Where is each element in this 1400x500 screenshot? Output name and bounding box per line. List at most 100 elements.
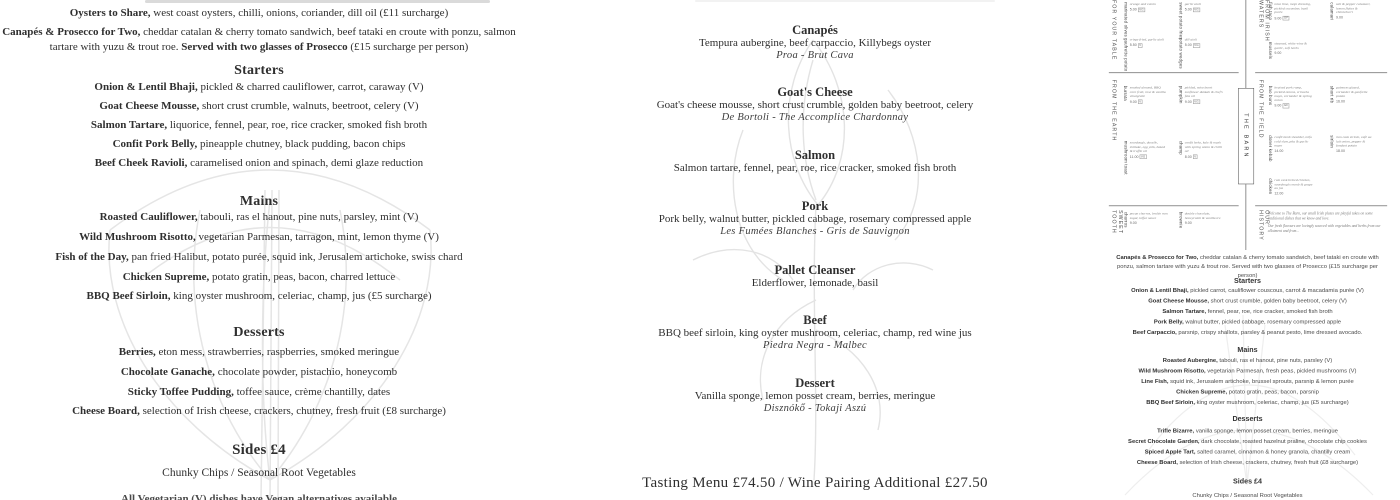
menu-item: Cheese Board, selection of Irish cheese,… [1105, 459, 1390, 466]
barn-item-desc: double chocolate, honeycomb & vanilla ic… [1184, 211, 1221, 220]
item-desc: king oyster mushroom, celeriac, champ, j… [170, 290, 432, 302]
item-desc: short crust crumble, walnuts, beetroot, … [199, 100, 419, 112]
menu-item: BBQ Beef Sirloin, king oyster mushroom, … [0, 290, 518, 303]
item-desc: caramelised onion and spinach, demi glaz… [187, 157, 424, 169]
starters-heading: Starters [1234, 277, 1261, 286]
menu-item: BBQ Beef Sirloin, king oyster mushroom, … [1105, 399, 1390, 406]
course-wine: Disznókő - Tokaji Aszú [763, 403, 867, 414]
item-desc: parsnip, crispy shallots, parsley & pean… [1176, 328, 1363, 336]
menu-item: Beef Carpaccio, parsnip, crispy shallots… [1105, 329, 1390, 336]
barn-item: mushroom toast sourdough, duxelle, shiit… [1123, 141, 1168, 175]
the-barn-label: THE BARN [1243, 113, 1250, 159]
barn-thumbnail-page: THE BARN FOR YOUR TABLE FROM IRISH WATER… [1105, 0, 1390, 250]
item-desc: toffee sauce, crème chantilly, dates [233, 386, 391, 398]
course-heading: Pallet Cleanser [774, 263, 856, 277]
tasting-menu-page: Canapés Tempura aubergine, beef carpacci… [630, 0, 1000, 500]
barn-item-price: 5.00 [1184, 43, 1192, 48]
item-desc: short crust crumble, golden baby beetroo… [1208, 297, 1347, 304]
barn-item-name: mussels [1267, 41, 1273, 60]
canapes-surcharge: (£15 surcharge per person) [347, 41, 469, 53]
barn-item: short rib guinness glazed, coriander & g… [1329, 86, 1374, 103]
oysters-line: Oysters to Share, west coast oysters, ch… [0, 6, 518, 21]
course-heading: Goat's Cheese [777, 85, 853, 99]
oysters-name: Oysters to Share, [69, 7, 151, 19]
condensed-scaled-content: Canapés & Prosecco for Two, cheddar cata… [1105, 250, 1390, 500]
barn-item-name: champ [1178, 140, 1184, 155]
menu-item: Fish of the Day, pan fried Halibut, pota… [0, 251, 518, 264]
item-desc: selection of Irish cheese, crackers, chu… [139, 405, 446, 417]
barn-item-price: 18.00 [1336, 148, 1345, 153]
canapes-served-bold: Served with two glasses of Prosecco [181, 41, 348, 53]
starters-heading: Starters [234, 63, 284, 78]
course-wine: Proa - Brut Cava [776, 50, 854, 61]
barn-item-price: 5.50 [1129, 43, 1137, 48]
barn-item-name: brownie [1178, 211, 1184, 229]
item-name: Salmon Tartare, [90, 119, 168, 131]
barn-item: sirloin rum cask sirloin, café au lait o… [1329, 135, 1374, 152]
sides-line: Chunky Chips / Seasonal Root Vegetables [1192, 491, 1303, 499]
diet-badge: VG [1137, 7, 1145, 13]
barn-item-desc: sourdough, duxelle, shiitake, egg yolk, … [1129, 140, 1165, 154]
course-desc: BBQ beef sirloin, king oyster mushroom, … [658, 327, 972, 339]
barn-item-name: potato wedges [1178, 37, 1184, 69]
vegan-footnote-clipped: All Vegetarian (V) dishes have Vegan alt… [121, 493, 397, 500]
item-desc: liquorice, fennel, pear, roe, rice crack… [167, 119, 428, 131]
barn-item-name: marinated olives [1123, 2, 1129, 37]
barn-item: burrata smoked almond, BBQ corn fruit, r… [1123, 85, 1168, 105]
course-goats-cheese: Goat's Cheese Goat's cheese mousse, shor… [630, 86, 1000, 124]
menu-item: Wild Mushroom Risotto, vegetarian Parmes… [0, 231, 518, 244]
item-name: Berries, [118, 346, 156, 358]
item-name: Line Fish, [1141, 377, 1169, 385]
barn-item-desc: rum cask sirloin, café au lait onion, pe… [1336, 135, 1372, 148]
history-paragraph: Our fresh flavours are lovingly sourced … [1267, 224, 1381, 234]
course-dessert: Dessert Vanilla sponge, lemon posset cre… [630, 377, 1000, 415]
menu-item: Chicken Supreme, potato gratin, peas, ba… [0, 271, 518, 284]
diet-badge: VG [1139, 154, 1147, 160]
barn-item-name: bao buns [1267, 85, 1273, 106]
menu-item: Spiced Apple Tart, salted caramel, cinna… [1105, 448, 1390, 455]
barn-item-price: 9.00 [1274, 51, 1282, 56]
course-pork: Pork Pork belly, walnut butter, pickled … [630, 200, 1000, 238]
menu-item: Salmon Tartare, fennel, pear, roe, rice … [1105, 308, 1390, 315]
our-history-text: Welcome to The Barn, our small Irish pla… [1268, 212, 1384, 238]
item-desc: pickled carrot, cauliflower couscous, ca… [1188, 286, 1364, 294]
diet-badge: V [1192, 154, 1198, 160]
irish-waters-heading: FROM IRISH WATERS [1257, 0, 1270, 42]
menu-item: Chocolate Ganache, chocolate powder, pis… [0, 366, 518, 379]
barn-item-name: sweet potato fries [1178, 2, 1184, 40]
item-desc: tabouli, ras el hanout, pine nuts, parsl… [197, 211, 419, 223]
item-desc: potato gratin, peas, bacon, parsnip [1227, 388, 1319, 395]
barn-item-desc: salt & pepper calamari, lemon flakes & c… [1336, 2, 1371, 15]
barn-item-desc: orange and cumin [1129, 2, 1156, 7]
desserts-heading: Desserts [233, 325, 285, 340]
item-desc: vegetarian Parmesan, tarragon, mint, lem… [195, 231, 439, 243]
course-desc: Salmon tartare, fennel, pear, roe, rice … [673, 162, 957, 174]
item-desc: squid ink, Jerusalem artichoke, brussel … [1168, 377, 1354, 385]
barn-item-name: doner kebab [1267, 135, 1273, 162]
barn-item-price: 9.00 [1184, 99, 1192, 104]
barn-item-desc: pickled, miso burnt sunflower dukkah & c… [1184, 85, 1223, 99]
item-desc: king oyster mushroom, celeriac, champ, j… [1195, 398, 1349, 406]
barn-item: churros pecan churros, brulée rum sugar,… [1123, 212, 1168, 228]
barn-item-desc: smoked almond, BBQ corn fruit, rose & va… [1129, 85, 1166, 99]
menu-item: Salmon Tartare, liquorice, fennel, pear,… [0, 119, 518, 132]
barn-item-desc: steamed, white wine & garlic, soft herbs [1274, 41, 1307, 50]
mains-heading: Mains [239, 194, 279, 209]
item-name: Trifle Bizarre, [1157, 427, 1195, 434]
item-desc: pineapple chutney, black pudding, bacon … [197, 138, 406, 150]
course-desc: Pork belly, walnut butter, pickled cabba… [658, 213, 972, 225]
barn-item-price: 14.00 [1274, 148, 1284, 153]
barn-item-desc: crispy fried, garlic aioli [1129, 37, 1164, 42]
course-heading: Canapés [792, 23, 838, 37]
canapes-desc: cheddar catalan & cherry tomato sandwich… [1117, 253, 1379, 279]
barn-item-name: burrata [1123, 85, 1129, 101]
barn-item-desc: dill aioli [1184, 37, 1197, 42]
item-name: Chicken Supreme, [1176, 388, 1228, 395]
item-name: BBQ Beef Sirloin, [1146, 398, 1195, 406]
desserts-heading: Desserts [1232, 415, 1263, 424]
menu-item: Sticky Toffee Pudding, toffee sauce, crè… [0, 386, 518, 399]
item-desc: pickled & charred cauliflower, carrot, c… [197, 81, 424, 93]
course-desc: Goat's cheese mousse, short crust crumbl… [656, 99, 974, 111]
course-wine: Piedra Negra - Malbec [763, 340, 867, 351]
